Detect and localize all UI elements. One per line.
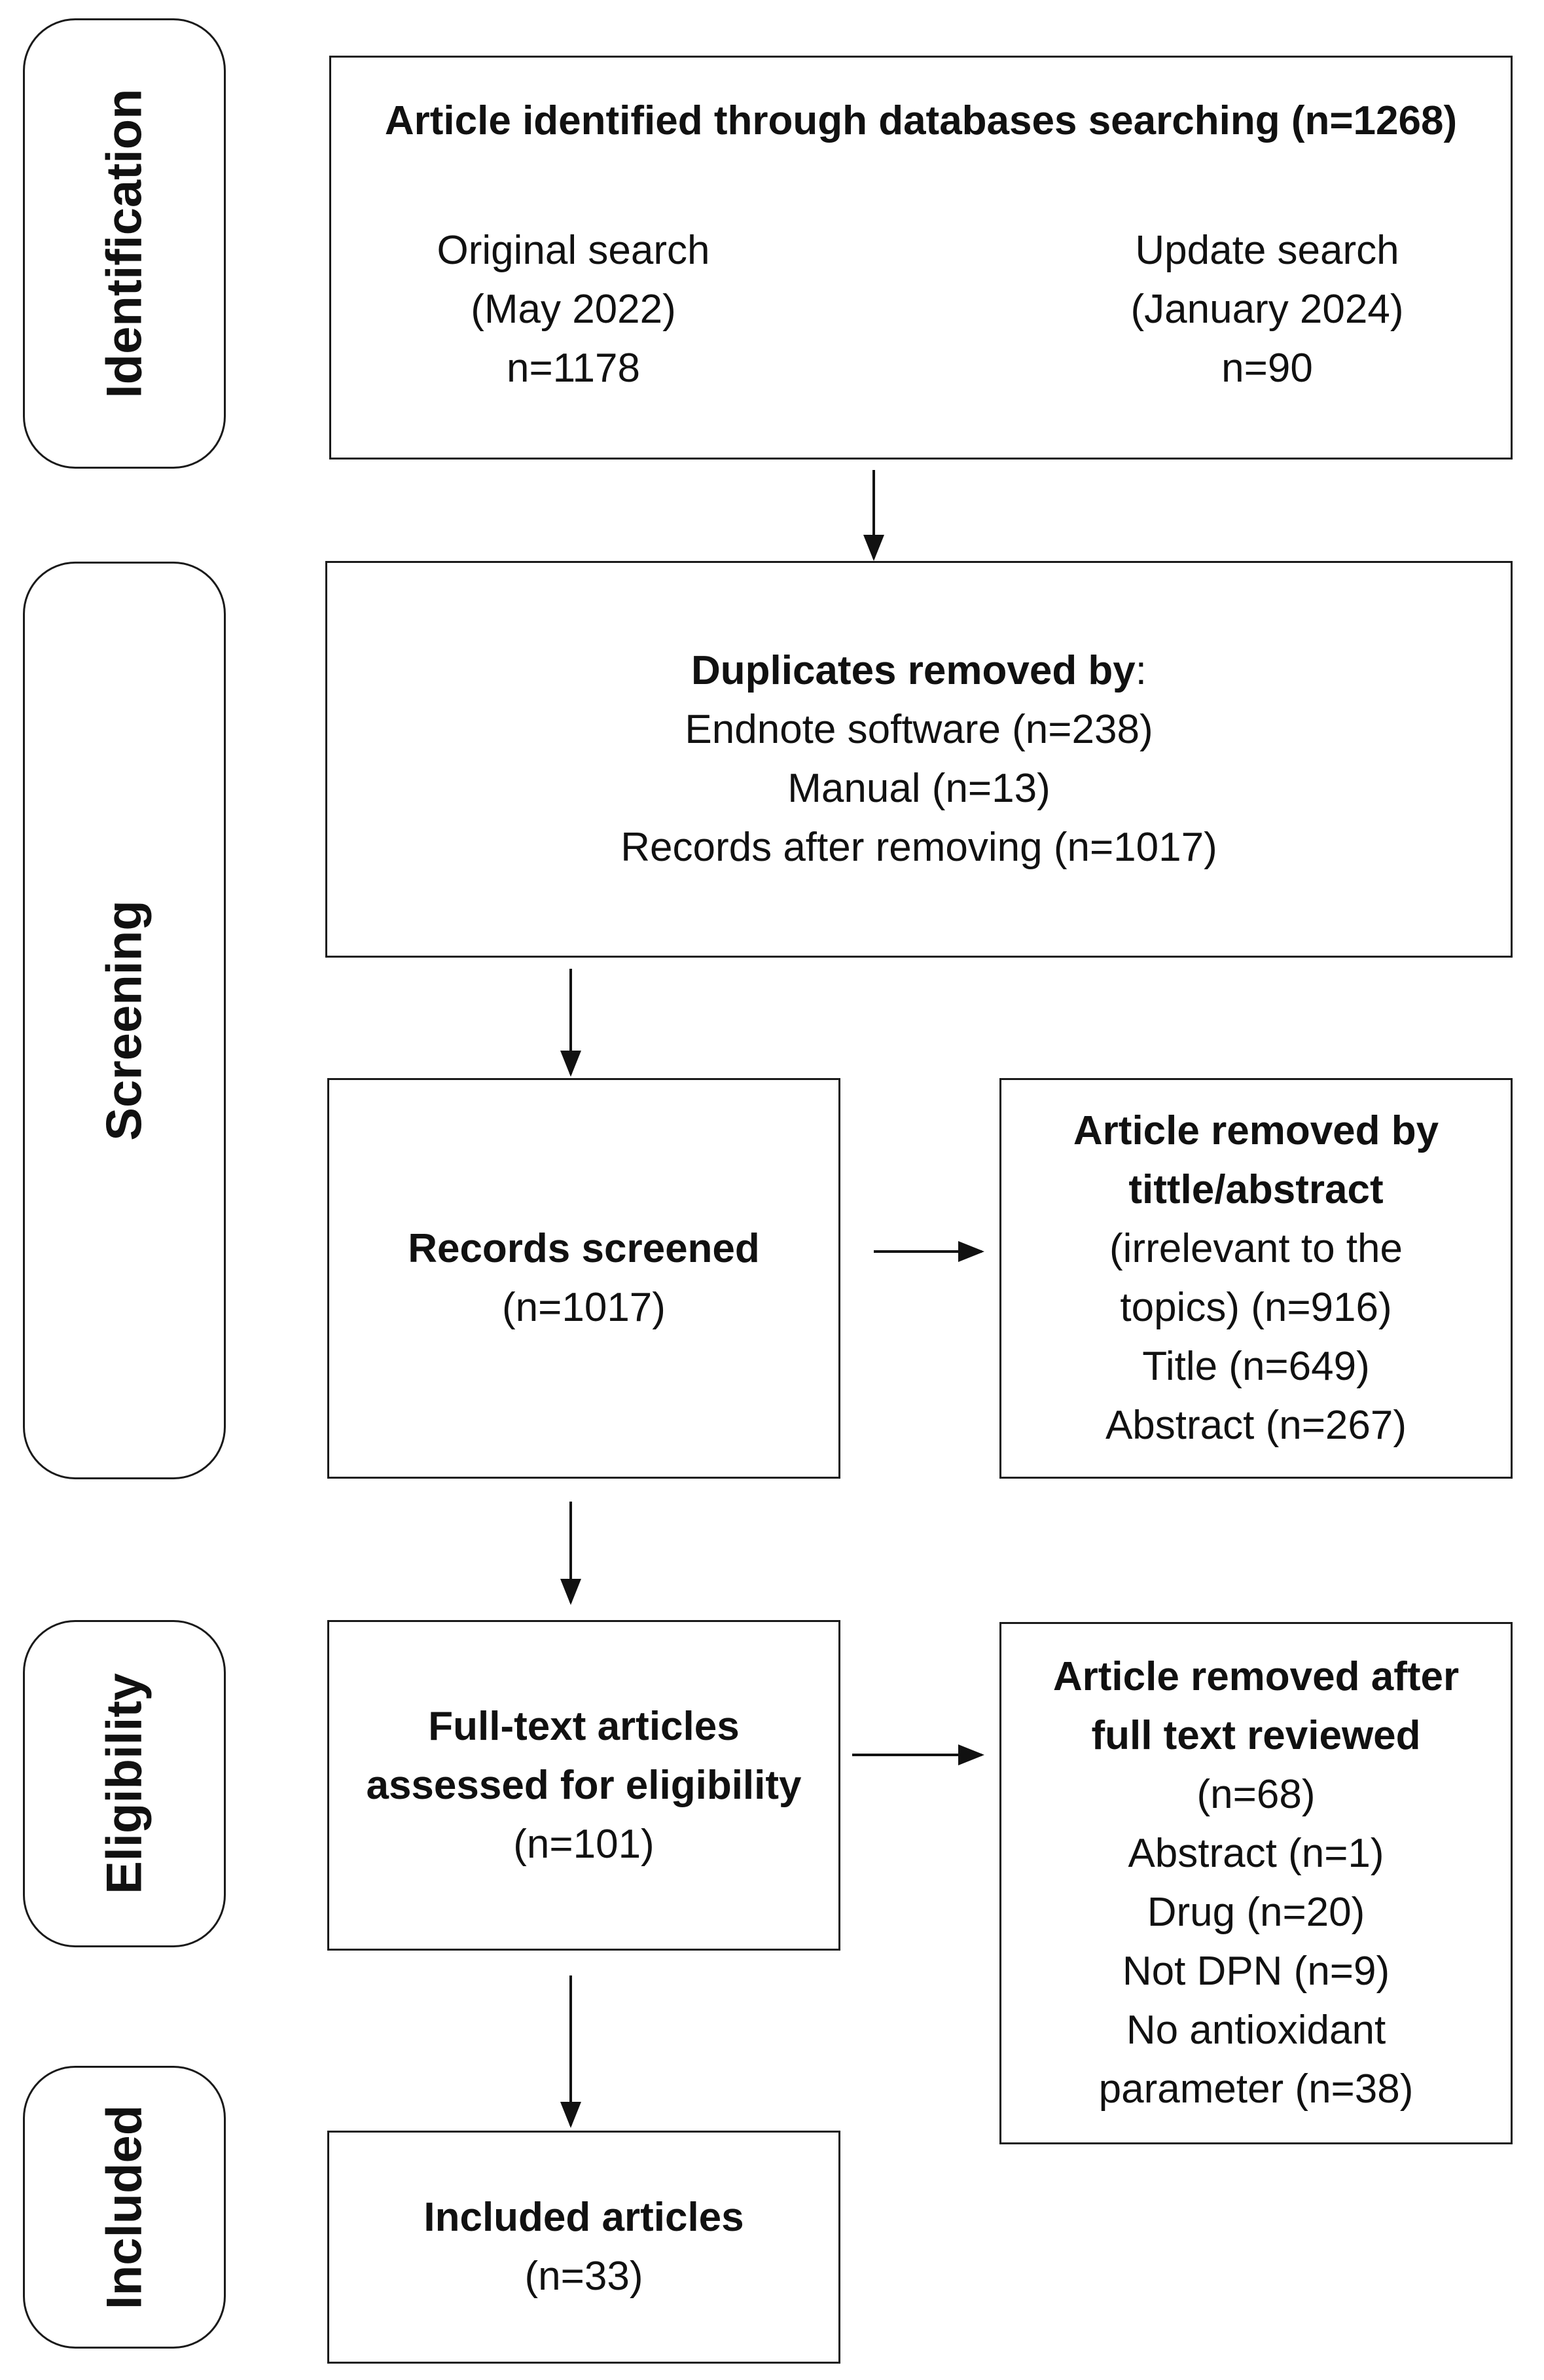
records-screened-count: (n=1017) <box>502 1285 666 1330</box>
stage-identification: Identification <box>23 18 226 469</box>
removed-fulltext-title-1: Article removed after <box>1052 1654 1460 1699</box>
included-title: Included articles <box>423 2195 744 2240</box>
stage-included: Included <box>23 2066 226 2349</box>
duplicates-manual: Manual (n=13) <box>787 766 1050 811</box>
duplicates-endnote: Endnote software (n=238) <box>685 707 1153 752</box>
fulltext-title-1: Full-text articles <box>428 1703 740 1749</box>
removed-fulltext-no-antioxidant-1: No antioxidant <box>1126 2008 1386 2053</box>
removed-irrelevant-2: topics) (n=916) <box>1120 1285 1392 1330</box>
fulltext-title-2: assessed for eligibility <box>366 1762 802 1808</box>
removed-fulltext-total: (n=68) <box>1196 1772 1316 1817</box>
removed-fulltext-box: Article removed after full text reviewed… <box>999 1622 1513 2144</box>
update-search-label: Update search <box>1135 228 1399 273</box>
stage-eligibility: Eligibility <box>23 1620 226 1947</box>
removed-title-abstract-box: Article removed by tittle/abstract (irre… <box>999 1078 1513 1479</box>
duplicates-title: Duplicates removed by <box>691 648 1136 693</box>
records-screened-box: Records screened (n=1017) <box>327 1078 840 1479</box>
removed-irrelevant-1: (irrelevant to the <box>1109 1226 1403 1271</box>
fulltext-count: (n=101) <box>513 1821 655 1867</box>
identification-title: Article identified through databases sea… <box>384 98 1458 143</box>
stage-screening: Screening <box>23 562 226 1479</box>
original-search-count: n=1178 <box>506 346 640 391</box>
duplicates-title-line: Duplicates removed by: <box>691 641 1147 700</box>
duplicates-title-colon: : <box>1135 648 1147 693</box>
included-box: Included articles (n=33) <box>327 2131 840 2364</box>
removed-title-abstract-title-2: tittle/abstract <box>1128 1167 1384 1212</box>
identification-box: Article identified through databases sea… <box>329 56 1513 460</box>
update-search-date: (January 2024) <box>1130 287 1404 332</box>
fulltext-box: Full-text articles assessed for eligibil… <box>327 1620 840 1951</box>
update-search-count: n=90 <box>1221 346 1313 391</box>
included-count: (n=33) <box>524 2254 643 2299</box>
records-screened-title: Records screened <box>408 1226 760 1271</box>
original-search-date: (May 2022) <box>471 287 676 332</box>
removed-fulltext-not-dpn: Not DPN (n=9) <box>1122 1949 1390 1994</box>
duplicates-box: Duplicates removed by: Endnote software … <box>325 561 1513 958</box>
removed-title-abstract-title-1: Article removed by <box>1073 1108 1439 1153</box>
removed-abstract-count: Abstract (n=267) <box>1105 1403 1407 1448</box>
original-search-label: Original search <box>437 228 710 273</box>
removed-fulltext-title-2: full text reviewed <box>1091 1713 1421 1758</box>
update-search-column: Update search (January 2024) n=90 <box>1064 221 1470 398</box>
original-search-column: Original search (May 2022) n=1178 <box>370 221 776 398</box>
removed-title-count: Title (n=649) <box>1142 1344 1370 1389</box>
removed-fulltext-no-antioxidant-2: parameter (n=38) <box>1098 2066 1414 2112</box>
removed-fulltext-abstract: Abstract (n=1) <box>1128 1831 1384 1876</box>
removed-fulltext-drug: Drug (n=20) <box>1147 1890 1365 1935</box>
records-after-removing: Records after removing (n=1017) <box>620 825 1217 870</box>
